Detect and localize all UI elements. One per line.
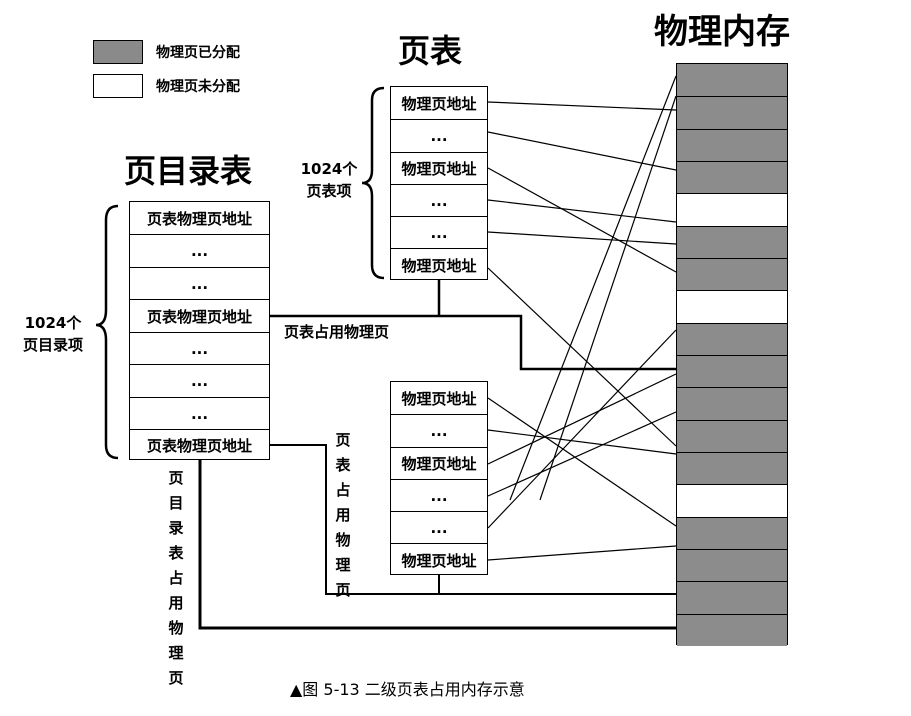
page-table-occupies-vertical-label: 页表占用物理页 [335, 431, 351, 599]
pte-entry: 物理页地址 [391, 447, 487, 479]
memory-page-allocated [677, 128, 787, 161]
pte-entry: 物理页地址 [391, 248, 487, 281]
memory-page-allocated [677, 64, 787, 97]
memory-page-allocated [677, 549, 787, 582]
page-table-2: 物理页地址 ... 物理页地址 ... ... 物理页地址 [390, 381, 488, 575]
pd-count-line2: 页目录项 [22, 336, 83, 354]
figure-caption: ▲图 5-13 二级页表占用内存示意 [290, 680, 525, 699]
pte-entry: ... [391, 511, 487, 543]
memory-page-allocated [677, 613, 787, 646]
pte-entry: ... [391, 216, 487, 248]
memory-page-free [677, 484, 787, 517]
page-directory-occupies-vertical-label: 页目录表占用物理页 [168, 469, 184, 687]
page-directory-table: 页表物理页地址 ... ... 页表物理页地址 ... ... ... 页表物理… [129, 201, 270, 460]
memory-page-allocated [677, 419, 787, 452]
pt-count-line1: 1024个 [300, 160, 358, 178]
physical-memory-column [676, 63, 788, 646]
pd-count-line1: 1024个 [24, 314, 82, 332]
physical-memory-title: 物理内存 [654, 12, 790, 52]
page-directory-brace [95, 204, 119, 460]
memory-page-allocated [677, 387, 787, 420]
pde-entry: ... [130, 397, 269, 429]
memory-page-allocated [677, 355, 787, 388]
pte-entry: 物理页地址 [391, 543, 487, 576]
pd-occupies-line [198, 460, 676, 630]
memory-page-free [677, 193, 787, 226]
memory-page-allocated [677, 452, 787, 485]
legend-allocated-swatch [93, 40, 143, 64]
page-directory-title: 页目录表 [124, 152, 253, 190]
legend-unallocated-label: 物理页未分配 [156, 79, 240, 95]
pde-entry: ... [130, 364, 269, 397]
pde-entry: ... [130, 332, 269, 364]
pt-count-line2: 页表项 [306, 182, 352, 200]
memory-page-allocated [677, 258, 787, 291]
memory-page-free [677, 290, 787, 323]
memory-page-allocated [677, 161, 787, 194]
pte-entry: ... [391, 119, 487, 152]
pde-entry: 页表物理页地址 [130, 299, 269, 332]
pte-entry: 物理页地址 [391, 152, 487, 184]
page-table-brace [361, 86, 385, 280]
memory-page-allocated [677, 322, 787, 355]
pt1-occupies-line [270, 280, 676, 371]
pte-entry: 物理页地址 [401, 389, 477, 408]
legend-unallocated-swatch [93, 74, 143, 98]
pte-entry: ... [391, 184, 487, 216]
page-table-1: 物理页地址 ... 物理页地址 ... ... 物理页地址 [390, 86, 488, 280]
legend-allocated-label: 物理页已分配 [156, 45, 240, 61]
memory-page-allocated [677, 96, 787, 129]
page-table-occupies-label: 页表占用物理页 [284, 323, 390, 341]
memory-page-allocated [677, 516, 787, 549]
pde-entry: 页表物理页地址 [146, 209, 252, 228]
page-table-title: 页表 [398, 32, 463, 70]
page-table-count-label: 1024个 页表项 [298, 158, 360, 202]
page-directory-count-label: 1024个 页目录项 [18, 312, 88, 356]
pde-entry: ... [130, 267, 269, 299]
memory-page-allocated [677, 581, 787, 614]
pde-entry: 页表物理页地址 [130, 429, 269, 461]
pte-entry: ... [391, 414, 487, 447]
pte-entry: 物理页地址 [401, 94, 477, 113]
pde-entry: ... [130, 234, 269, 267]
pte-entry: ... [391, 479, 487, 511]
pt2-occupies-line [270, 444, 676, 595]
memory-page-allocated [677, 225, 787, 258]
